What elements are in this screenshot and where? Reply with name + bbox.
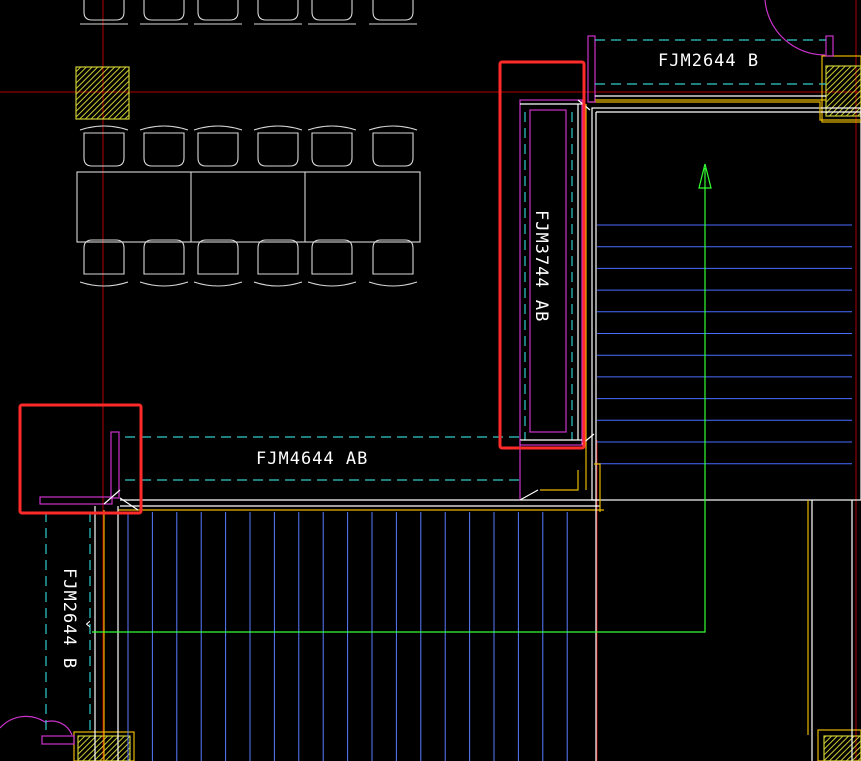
stair-flight-right (597, 224, 852, 465)
chair (139, 281, 189, 287)
chair (83, 239, 125, 275)
stair-arrow-glyph: ^ (85, 619, 100, 628)
columns (73, 55, 861, 761)
chair (197, 0, 239, 21)
chair (307, 281, 357, 287)
door-hinge (103, 489, 121, 505)
door-frame (110, 431, 120, 499)
door-swing-arc-bottom-left (0, 715, 73, 736)
chair (257, 239, 299, 275)
chair (372, 132, 414, 167)
chair (368, 125, 418, 131)
stair-direction-arrow (698, 163, 712, 189)
chair (311, 0, 353, 21)
door-frame (41, 735, 75, 745)
door-swing-arc-top-right (764, 0, 826, 56)
stair-flight-bottom (127, 512, 568, 761)
chair (257, 132, 299, 167)
chair (143, 239, 185, 275)
chair (307, 125, 357, 131)
door-tag-vertical-center: FJM3744 AB (531, 210, 551, 322)
highlight-box-vertical-door (498, 60, 586, 450)
chair (253, 281, 303, 287)
chair-row-top-partial (80, 0, 417, 25)
chair-row-lower (79, 239, 418, 287)
door-tag-middle-horizontal: FJM4644 AB (256, 449, 368, 469)
column-bottom-right (817, 729, 861, 761)
corridor-wall (594, 463, 601, 512)
corridor-wall-yellow (540, 470, 579, 491)
chair (193, 281, 243, 287)
stair-direction (92, 163, 712, 633)
chair (197, 132, 239, 167)
highlight-box-corner-door (18, 403, 143, 515)
chair (79, 281, 129, 287)
door-vertical-center (519, 99, 595, 446)
stair-path-line (92, 168, 706, 633)
meeting-furniture (76, 0, 421, 287)
slab-edge-yellow (590, 101, 861, 121)
door-frame (825, 35, 834, 57)
chair (143, 0, 185, 21)
door-panel (529, 109, 567, 433)
chair (311, 239, 353, 275)
chair (372, 0, 414, 21)
chair (368, 281, 418, 287)
chair (139, 125, 189, 131)
chair (372, 239, 414, 275)
door-frame (587, 35, 596, 103)
chair (253, 125, 303, 131)
doors (39, 35, 834, 745)
door-left-vertical (41, 512, 91, 745)
column-hatch (75, 66, 130, 120)
highlight-boxes (18, 60, 586, 515)
chair (143, 132, 185, 167)
chair (83, 0, 125, 21)
walls (94, 101, 861, 761)
door-hinge (119, 497, 139, 511)
chair (197, 239, 239, 275)
conference-table (76, 171, 421, 243)
stair-well-outline (591, 107, 861, 501)
chair (193, 125, 243, 131)
door-tag-top-right: FJM2644 B (658, 51, 759, 71)
door-tag-left-vertical: FJM2644 B (59, 568, 79, 669)
chair (79, 125, 129, 131)
door-frame (39, 496, 113, 505)
door-top-right (587, 35, 834, 103)
door-hinge (519, 489, 539, 501)
chair-row-upper (79, 125, 418, 167)
door-middle-horizontal (125, 436, 539, 501)
door-left-corner (39, 431, 139, 511)
door-frame (519, 99, 583, 446)
chair (257, 0, 299, 21)
table-top (76, 171, 421, 243)
chair (83, 132, 125, 167)
chair (311, 132, 353, 167)
door-swing-arcs (0, 0, 826, 736)
